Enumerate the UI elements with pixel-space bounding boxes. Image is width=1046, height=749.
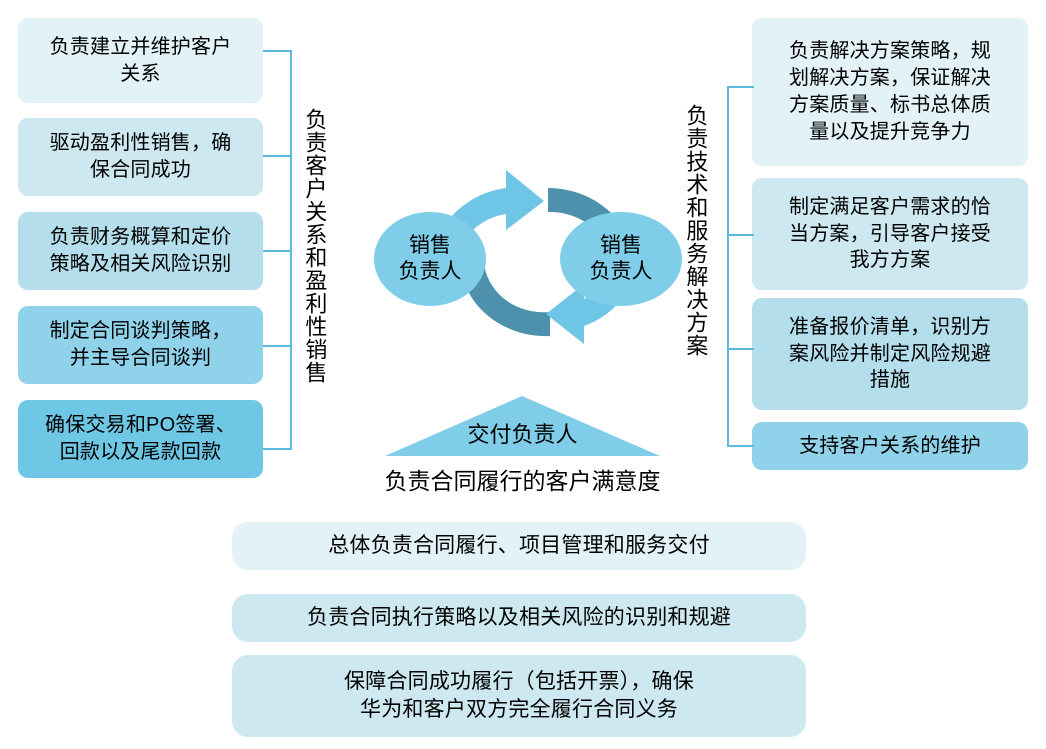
ellipse-right-line-1: 销售 xyxy=(600,234,642,258)
left-bracket-stub-5 xyxy=(263,448,292,450)
triangle-caption: 负责合同履行的客户满意度 xyxy=(384,468,661,494)
right-item-box-2: 制定满足客户需求的恰 当方案，引导客户接受 我方方案 xyxy=(752,178,1028,290)
left-item-box-5: 确保交易和PO签署、 回款以及尾款回款 xyxy=(18,400,263,478)
left-bracket-stub-3 xyxy=(263,250,292,252)
right-group-label: 负责技术和服务解决方案 xyxy=(683,104,709,357)
bottom-item-box-3: 保障合同成功履行（包括开票），确保 华为和客户双方完全履行合同义务 xyxy=(232,655,806,737)
left-item-box-2: 驱动盈利性销售，确 保合同成功 xyxy=(18,118,263,196)
left-bracket-stub-1 xyxy=(263,50,292,52)
left-group-label: 负责客户关系和盈利性销售 xyxy=(302,108,328,384)
ellipse-right-line-2: 负责人 xyxy=(589,260,653,283)
bottom-item-box-1: 总体负责合同履行、项目管理和服务交付 xyxy=(232,522,806,570)
triangle-shape xyxy=(385,396,660,456)
ellipse-left-line-1: 销售 xyxy=(409,234,451,258)
right-bracket-stub-2 xyxy=(727,234,754,236)
top-arc-light xyxy=(432,170,544,286)
ellipse-right-sales-owner: 销售 负责人 xyxy=(560,212,682,306)
left-bracket-stub-2 xyxy=(263,155,292,157)
right-item-box-1: 负责解决方案策略，规 划解决方案，保证解决 方案质量、标书总体质 量以及提升竞争… xyxy=(752,18,1028,166)
right-bracket-spine xyxy=(727,86,729,446)
left-item-box-4: 制定合同谈判策略， 并主导合同谈判 xyxy=(18,306,263,384)
left-bracket-stub-4 xyxy=(263,345,292,347)
triangle-label: 交付负责人 xyxy=(467,422,578,447)
left-item-box-1: 负责建立并维护客户 关系 xyxy=(18,18,263,103)
ellipse-left-line-2: 负责人 xyxy=(398,260,462,283)
right-bracket-stub-1 xyxy=(727,86,754,88)
ellipse-left-sales-owner: 销售 负责人 xyxy=(374,212,486,306)
left-item-box-3: 负责财务概算和定价 策略及相关风险识别 xyxy=(18,212,263,290)
bottom-item-box-2: 负责合同执行策略以及相关风险的识别和规避 xyxy=(232,594,806,642)
right-bracket-stub-3 xyxy=(727,348,754,350)
right-bracket-stub-4 xyxy=(727,445,754,447)
right-item-box-3: 准备报价清单，识别方 案风险并制定风险规避 措施 xyxy=(752,298,1028,410)
triangle-graphic xyxy=(385,396,660,458)
right-item-box-4: 支持客户关系的维护 xyxy=(752,422,1028,470)
